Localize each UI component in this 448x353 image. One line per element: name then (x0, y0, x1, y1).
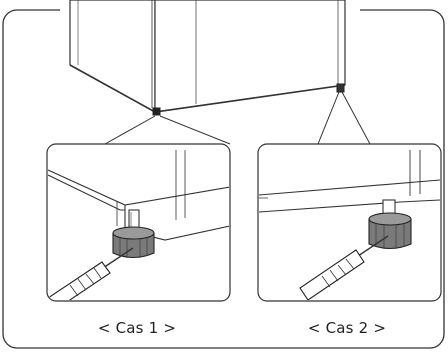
detail-panel-1 (46, 143, 231, 302)
detail-panel-2 (257, 143, 442, 302)
appliance-foot-left (152, 107, 161, 116)
caption-case-2: < Cas 2 > (307, 319, 387, 337)
appliance-foot-right (336, 83, 345, 93)
caption-case-1: < Cas 1 > (97, 319, 177, 337)
callout-lines (104, 91, 371, 145)
